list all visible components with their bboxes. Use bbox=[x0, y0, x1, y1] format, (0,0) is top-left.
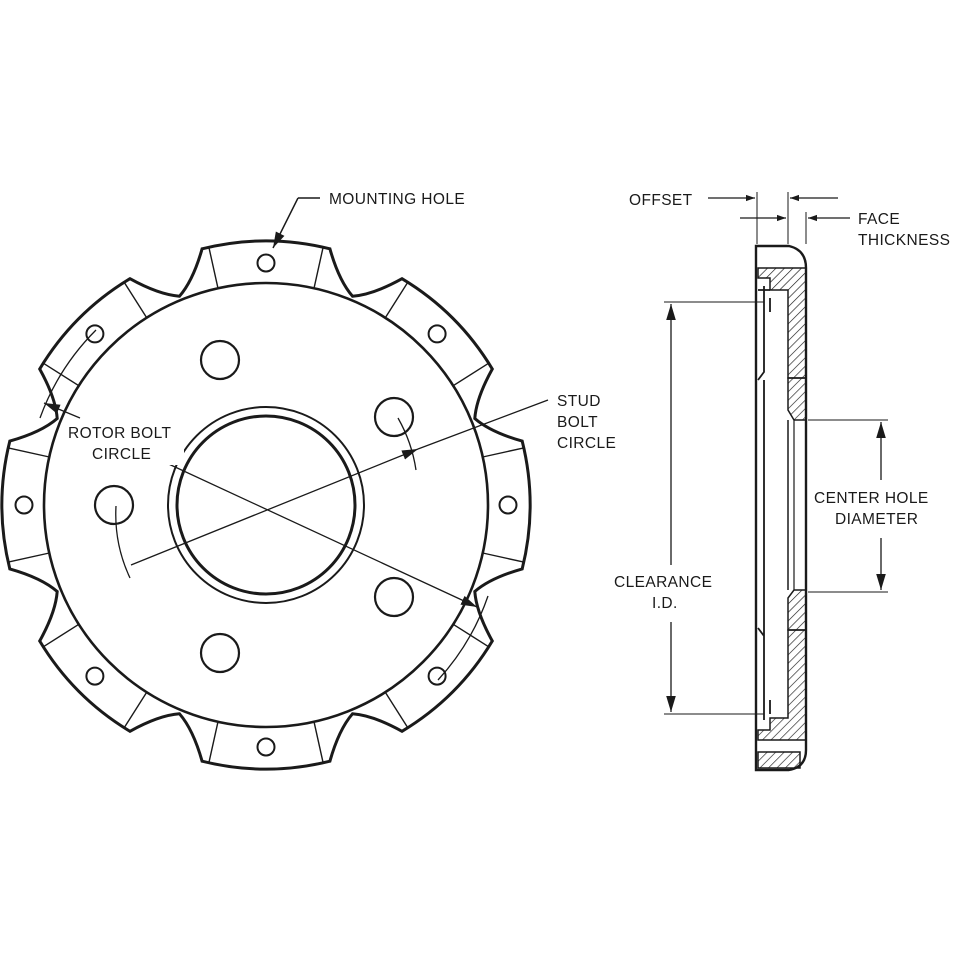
mounting-hole bbox=[427, 666, 447, 686]
tab-divider-line bbox=[482, 552, 524, 563]
tab-divider-line bbox=[42, 623, 80, 648]
stud-bolt-circle-label-line2: BOLT bbox=[557, 414, 598, 431]
tab-divider-line bbox=[313, 247, 324, 289]
tab-divider-line bbox=[208, 247, 219, 289]
tab-divider-line bbox=[123, 281, 148, 319]
mounting-hole bbox=[256, 253, 276, 273]
clearance-id-label-line2: I.D. bbox=[652, 595, 678, 612]
tab-divider-lines bbox=[8, 247, 524, 763]
mounting-hole bbox=[14, 495, 34, 515]
stud-hole bbox=[93, 484, 135, 526]
rotor-bolt-circle-dimension bbox=[159, 459, 478, 608]
rotor-bolt-circle-label-bg bbox=[66, 421, 184, 465]
face-thickness-label-line2: THICKNESS bbox=[858, 232, 950, 249]
side-section-view bbox=[664, 192, 888, 772]
rotor-bolt-circle-label-line1: ROTOR BOLT bbox=[68, 425, 171, 442]
tab-divider-line bbox=[452, 362, 490, 387]
face-thickness-label-line1: FACE bbox=[858, 211, 900, 228]
stud-bolt-circle-dimension bbox=[130, 448, 419, 566]
tab-divider-line bbox=[208, 721, 219, 763]
rotor-bolt-circle-arc-left bbox=[39, 329, 97, 419]
stud-hole bbox=[373, 576, 415, 618]
tab-divider-line bbox=[123, 691, 148, 729]
tab-divider-line bbox=[482, 447, 524, 458]
tab-divider-line bbox=[384, 281, 409, 319]
mounting-hole bbox=[85, 666, 105, 686]
mounting-hole bbox=[427, 324, 447, 344]
hat-section-outline bbox=[754, 244, 808, 772]
inner-profile bbox=[757, 286, 771, 720]
mounting-hole bbox=[498, 495, 518, 515]
center-hole bbox=[175, 414, 357, 596]
section-hatch-lower-web bbox=[787, 589, 807, 631]
stud-bolt-circle-arc-right bbox=[397, 417, 417, 471]
stud-holes bbox=[93, 339, 415, 674]
mounting-hole-label: MOUNTING HOLE bbox=[329, 191, 465, 208]
scalloped-outer-flange bbox=[0, 239, 532, 771]
center-hole-outer-rim bbox=[167, 406, 365, 604]
mounting-hole bbox=[256, 737, 276, 757]
center-hole-diameter-label-line1: CENTER HOLE bbox=[814, 490, 929, 507]
mounting-hole-leader-arrow bbox=[272, 197, 299, 249]
rotor-bolt-circle-label-line2: CIRCLE bbox=[92, 446, 151, 463]
tab-divider-line bbox=[384, 691, 409, 729]
stud-bolt-circle-label-line3: CIRCLE bbox=[557, 435, 616, 452]
clearance-id-label-line1: CLEARANCE bbox=[614, 574, 712, 591]
tab-divider-line bbox=[8, 552, 50, 563]
rotor-bolt-circle-arc-right bbox=[437, 595, 489, 681]
section-hatch-bottom-lip bbox=[757, 751, 801, 769]
stud-hole bbox=[199, 632, 241, 674]
stud-bolt-circle-arc-left bbox=[115, 505, 131, 579]
offset-label: OFFSET bbox=[629, 192, 693, 209]
mounting-hole bbox=[85, 324, 105, 344]
stud-hole bbox=[373, 396, 415, 438]
section-hatch-top bbox=[757, 267, 807, 379]
mounting-holes bbox=[14, 253, 518, 757]
tab-divider-line bbox=[8, 447, 50, 458]
section-hatch-bottom bbox=[757, 629, 807, 741]
stud-hole bbox=[199, 339, 241, 381]
flange-inner-circle bbox=[42, 281, 490, 729]
tab-divider-line bbox=[313, 721, 324, 763]
front-view bbox=[0, 197, 549, 771]
center-hole-diameter-label-line2: DIAMETER bbox=[835, 511, 918, 528]
stud-bolt-circle-label-line1: STUD bbox=[557, 393, 601, 410]
section-hatch-upper-web bbox=[787, 377, 807, 421]
rotor-bolt-circle-leader bbox=[43, 402, 81, 419]
stud-bolt-circle-leader bbox=[417, 399, 549, 450]
